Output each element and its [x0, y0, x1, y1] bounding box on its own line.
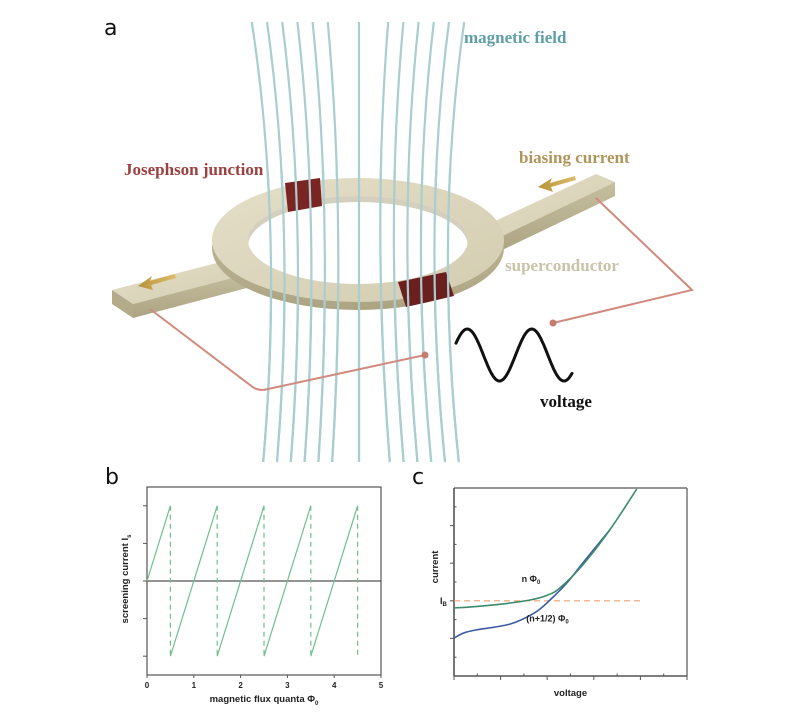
- chart-b-xtick-label: 5: [379, 681, 384, 690]
- field-line-front: [406, 170, 419, 463]
- biasing-current-label: biasing current: [519, 148, 630, 167]
- josephson-junction-label: Josephson junction: [124, 160, 264, 179]
- chart-b-xtick-label: 3: [285, 681, 290, 690]
- wire-left-terminal: [421, 351, 429, 359]
- wire-right-terminal: [549, 319, 557, 327]
- chart-b-series-sawtooth-rise-1: [169, 505, 218, 657]
- panel-label-c: c: [412, 465, 425, 490]
- field-line-front: [303, 170, 313, 463]
- field-line-front: [419, 170, 433, 463]
- chart-b-xtick-label: 1: [192, 681, 197, 690]
- magnetic-field-lines-front: [262, 170, 460, 463]
- chart-b-series-sawtooth-rise-3: [263, 505, 312, 657]
- chart-c-series-label: (n+1/2) Φ0: [526, 613, 569, 625]
- field-line-front: [317, 170, 326, 463]
- josephson-junction-top: [285, 178, 322, 212]
- chart-b-series-sawtooth-rise-0: [146, 505, 171, 582]
- superconductor-right-lead: [480, 174, 615, 252]
- chart-c-curve-half-flux: [453, 529, 611, 639]
- chart-b-ylabel: screening current Is: [120, 534, 133, 624]
- chart-c-xlabel: voltage: [554, 688, 587, 699]
- chart-b-frame: [146, 486, 382, 676]
- chart-b-series-sawtooth-rise-4: [310, 505, 359, 657]
- field-line-front: [433, 170, 447, 463]
- biasing-current-arrow-left: [138, 274, 176, 290]
- voltage-waveform: [454, 327, 574, 383]
- wire-left: [149, 308, 426, 391]
- field-line-front: [262, 170, 273, 463]
- field-line-front: [289, 170, 300, 463]
- chart-b-xtick-label: 0: [145, 681, 150, 690]
- chart-c-ylabel: current: [430, 550, 441, 584]
- field-line-front: [331, 170, 340, 463]
- magnetic-field-label: magnetic field: [464, 28, 567, 47]
- field-line-front: [379, 170, 391, 463]
- chart-b-xlabel: magnetic flux quanta Φ0: [210, 694, 319, 707]
- chart-c-curve-integer-flux: [453, 488, 638, 609]
- chart-b-xtick-label: 2: [238, 681, 243, 690]
- wire-right: [552, 197, 695, 324]
- field-line-front: [275, 170, 286, 463]
- panel-label-b: b: [105, 465, 119, 490]
- chart-b-series-sawtooth-rise-2: [216, 505, 265, 657]
- field-line-front: [446, 170, 460, 463]
- voltage-label: voltage: [540, 392, 592, 411]
- josephson-junction-bottom: [398, 272, 454, 307]
- squid-illustration: [112, 21, 695, 463]
- panel-label-a: a: [104, 16, 118, 41]
- field-line-front: [392, 170, 405, 463]
- chart-c-series-label: n Φ0: [522, 574, 541, 586]
- biasing-current-arrow-right: [538, 176, 576, 192]
- chart-c-bias-label: IB: [440, 596, 448, 608]
- chart-b-xtick-label: 4: [332, 681, 337, 690]
- superconductor-label: superconductor: [505, 256, 619, 275]
